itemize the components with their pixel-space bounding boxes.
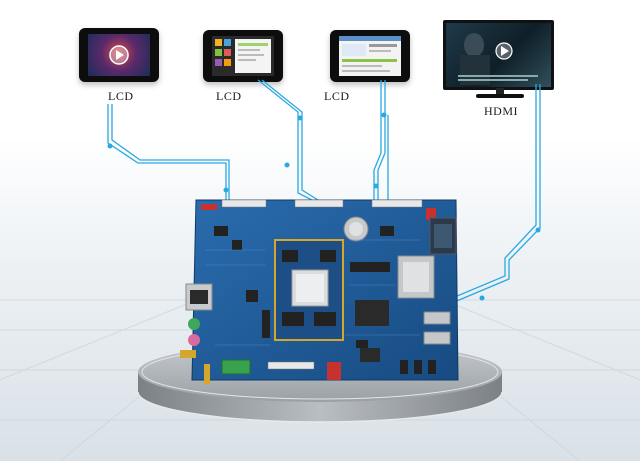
play-icon [109, 45, 129, 65]
monitor-stand [476, 88, 524, 98]
lcd-screen-2 [212, 36, 274, 76]
wire-hdmi [437, 84, 537, 305]
pcb-board [180, 199, 459, 384]
hdmi-screen [446, 23, 551, 87]
lcd-screen-1 [88, 34, 150, 76]
hdmi-monitor [443, 20, 554, 90]
lcd-tablet-3 [330, 30, 410, 82]
wire-hdmi-b [439, 84, 541, 309]
lcd-tablet-2 [203, 30, 283, 82]
lcd-label-2: LCD [216, 89, 242, 103]
lcd-label-3: LCD [324, 89, 350, 103]
wire-lcd-2b [261, 79, 319, 201]
lcd-screen-3 [339, 36, 401, 76]
wire-lcd-2 [257, 79, 313, 201]
web-page-icon [339, 36, 401, 72]
lcd-label-1: LCD [108, 89, 134, 103]
wire-lcd-1 [107, 104, 227, 200]
video-play-icon [458, 33, 538, 85]
wire-nodes [107, 112, 541, 301]
app-grid-icon [215, 39, 271, 73]
wire-lcd-1b [111, 104, 230, 200]
hdmi-label: HDMI [484, 104, 518, 118]
lcd-tablet-1 [79, 28, 159, 82]
